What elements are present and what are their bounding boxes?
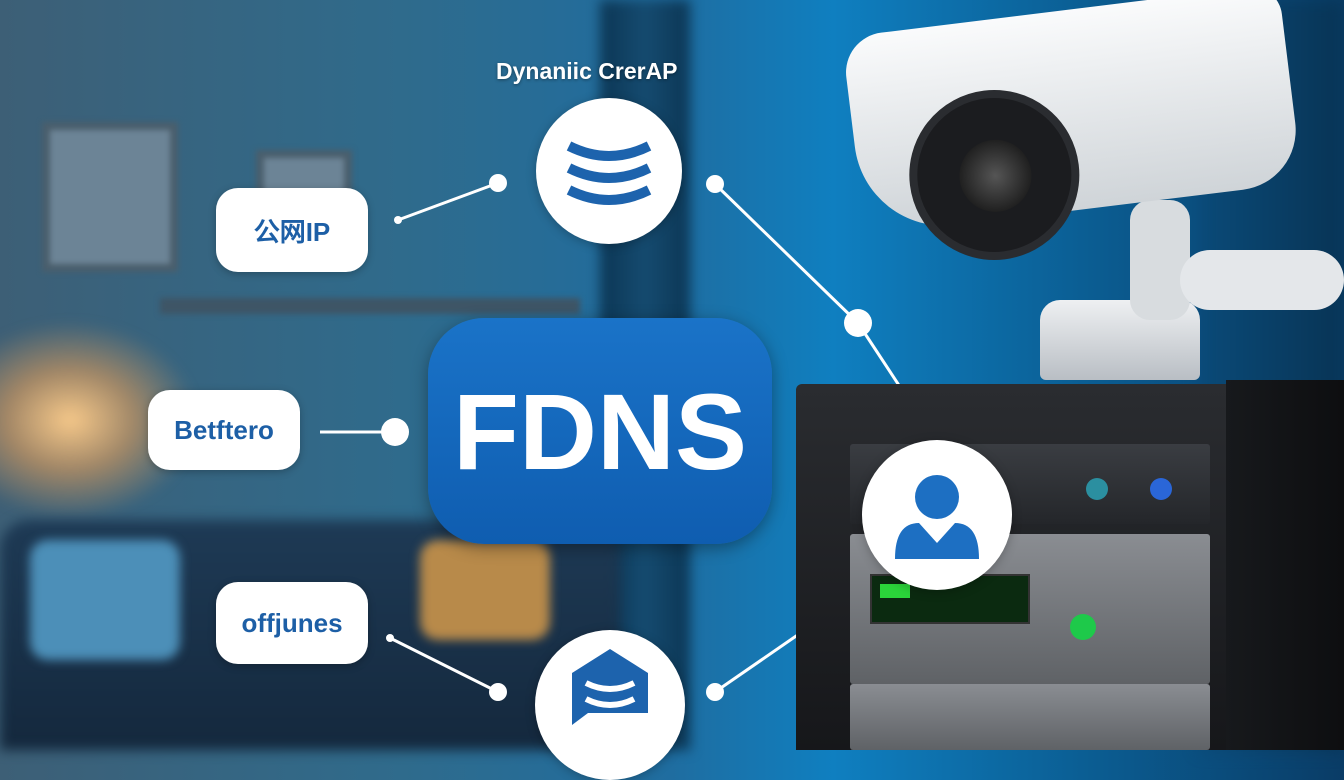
camera-arm (1130, 200, 1190, 320)
label-left-mid: Betftero (148, 390, 300, 470)
wall-picture (42, 122, 178, 272)
layers-icon (566, 141, 652, 205)
label-left-bottom: offjunes (216, 582, 368, 664)
message-icon (572, 649, 648, 725)
label-public-ip: 公网IP (216, 188, 368, 272)
message-node (535, 630, 685, 780)
shelf (160, 298, 580, 314)
rack-unit (850, 684, 1210, 750)
layers-node (536, 98, 682, 244)
server-rack-icon (796, 384, 1226, 750)
rack-side (1226, 380, 1344, 750)
diagram-title: Dynaniic CrerAP (496, 58, 678, 84)
pillow (30, 540, 180, 660)
user-node (862, 440, 1012, 590)
user-icon (895, 475, 979, 559)
fdns-badge: FDNS (428, 318, 772, 544)
pillow (420, 540, 550, 640)
camera-arm (1180, 250, 1344, 310)
